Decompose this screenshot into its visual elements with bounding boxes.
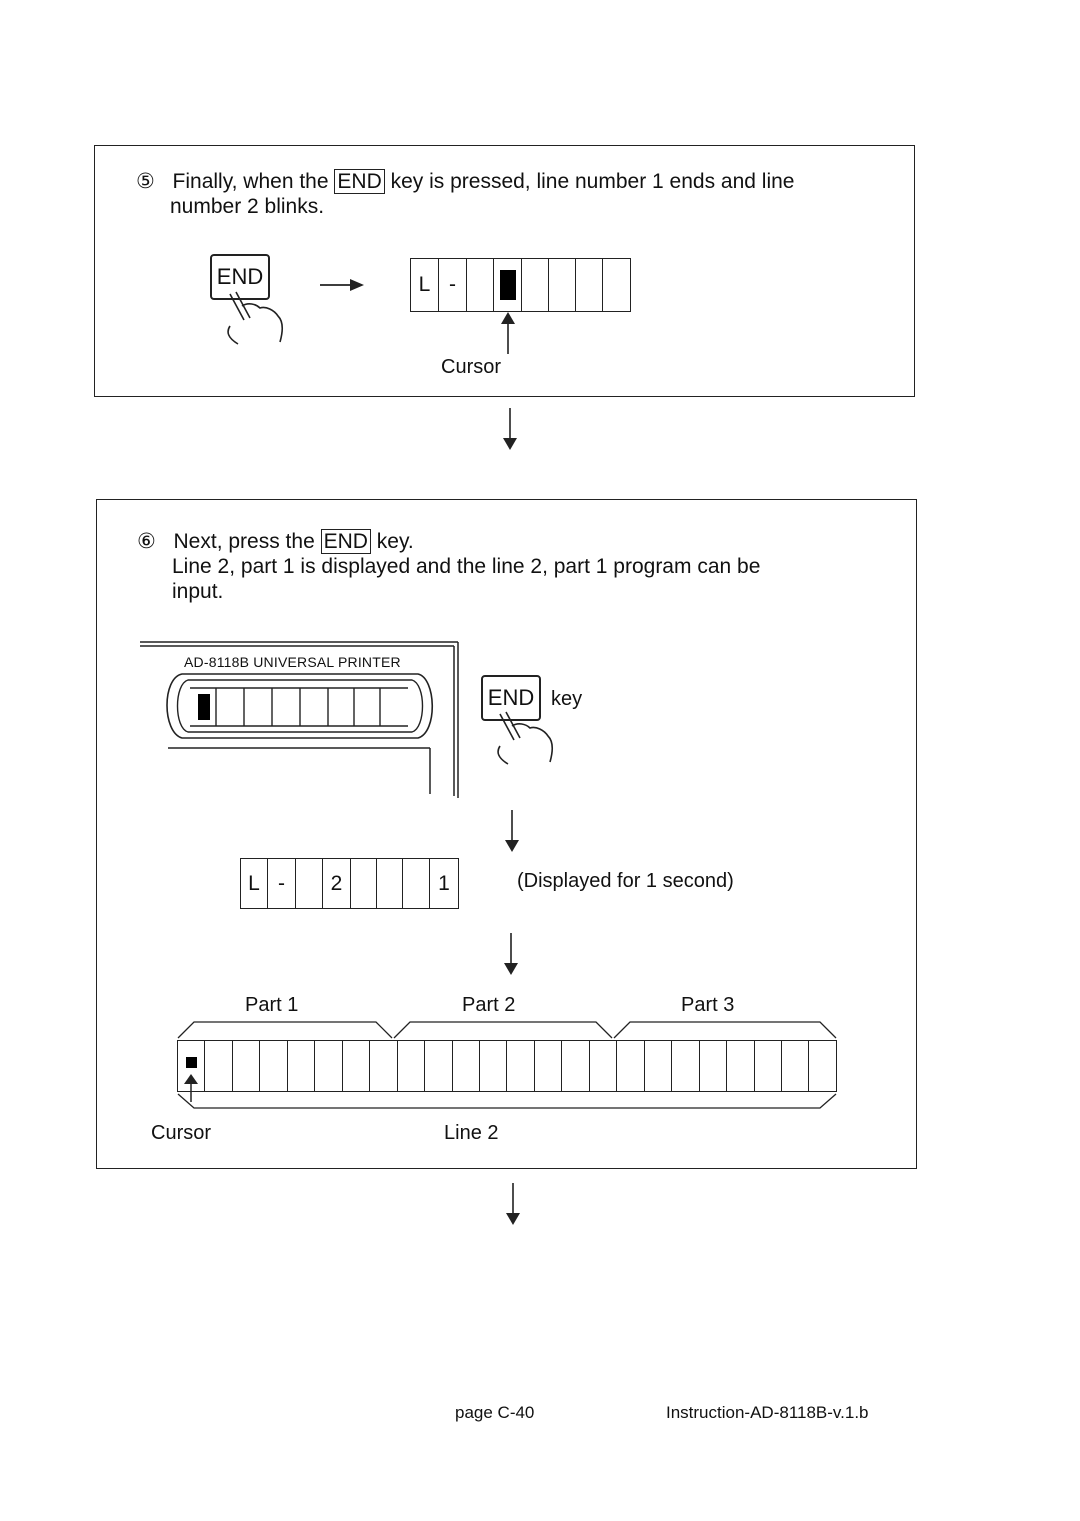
line2-cell [782, 1041, 810, 1091]
lcd-cell [576, 259, 603, 311]
arrow-down-icon [506, 1183, 520, 1225]
step5-cursor-label: Cursor [441, 356, 502, 378]
line2-cell [288, 1041, 316, 1091]
printer-front-panel [140, 641, 459, 798]
line2-cell [370, 1041, 398, 1091]
page-number: page C-40 [455, 1403, 535, 1422]
arrow-down-icon [505, 810, 519, 852]
lcd-cell: - [439, 259, 467, 311]
lcd-cell [603, 259, 630, 311]
line2-cell [617, 1041, 645, 1091]
arrow-down-icon [503, 408, 517, 450]
displayed-note: (Displayed for 1 second) [517, 870, 734, 892]
end-key-inline: END [320, 529, 371, 554]
line2-cell [315, 1041, 343, 1091]
cursor-arrow-icon [501, 312, 515, 354]
step5-instruction-line2: number 2 blinks. [170, 195, 325, 218]
step6-cursor-label: Cursor [151, 1122, 212, 1144]
step5-panel [94, 145, 915, 397]
lcd-cell: L [411, 259, 439, 311]
line-label: Line 2 [444, 1122, 499, 1144]
cursor-block [185, 1057, 197, 1068]
line2-cell [535, 1041, 563, 1091]
part-label: Part 3 [681, 994, 735, 1016]
lcd-cell [549, 259, 576, 311]
line2-cell-cursor [178, 1041, 206, 1091]
step6-panel [96, 499, 917, 1169]
line2-cell [453, 1041, 480, 1091]
line2-cell [562, 1041, 590, 1091]
lcd-cell: 1 [438, 871, 450, 895]
line2-cell [205, 1041, 233, 1091]
lcd-cell-cursor [494, 259, 522, 311]
step6-lcd-display: L - 2 1 [240, 858, 459, 909]
line2-cell [233, 1041, 261, 1091]
part-label: Part 2 [462, 994, 516, 1016]
arrow-down-icon [504, 933, 518, 975]
end-key-inline: END [334, 169, 385, 194]
document-id: Instruction-AD-8118B-v.1.b [666, 1403, 869, 1422]
lcd-cell [467, 259, 494, 311]
printer-model-label: AD-8118B UNIVERSAL PRINTER [184, 654, 401, 670]
lcd-cell [403, 859, 430, 908]
step6-marker: ⑥ [137, 530, 156, 553]
cursor-block [499, 270, 516, 300]
line2-cell [809, 1041, 835, 1091]
step5-instruction-line1: ⑤ Finally, when the END key is pressed, … [136, 169, 794, 194]
line2-cell [398, 1041, 426, 1091]
step6-text-a: Next, press the [173, 530, 315, 553]
step6-text-b: key. [376, 530, 414, 553]
step5-end-key-label: END [216, 264, 264, 289]
lcd-cell: L [241, 859, 268, 908]
step6-instruction-line1: ⑥ Next, press the END key. [137, 529, 414, 554]
line2-cell [672, 1041, 700, 1091]
line2-cell [727, 1041, 755, 1091]
line2-cell [590, 1041, 618, 1091]
line2-cell [645, 1041, 673, 1091]
part-braces [177, 1021, 837, 1039]
hand-press-icon [227, 291, 283, 345]
lcd-cell [351, 859, 377, 908]
step5-text-a: Finally, when the [172, 170, 329, 193]
step5-text-b: key is pressed, line number 1 ends and l… [390, 170, 795, 193]
cursor-arrow-icon [184, 1074, 198, 1102]
lcd-cell: 2 [323, 859, 351, 908]
part-label: Part 1 [245, 994, 299, 1016]
arrow-right-icon [320, 279, 364, 291]
lcd-cell [377, 859, 403, 908]
line2-cell [755, 1041, 782, 1091]
step5-lcd-display: L - [410, 258, 631, 312]
line2-cell [700, 1041, 728, 1091]
step6-instruction-line2: Line 2, part 1 is displayed and the line… [172, 555, 761, 578]
hand-press-icon [497, 711, 553, 765]
lcd-cell [522, 259, 549, 311]
lcd-cell: - [268, 859, 296, 908]
line2-cell [507, 1041, 535, 1091]
line2-cell [425, 1041, 453, 1091]
line2-cell [480, 1041, 508, 1091]
lcd-cell [296, 859, 323, 908]
line2-display [177, 1040, 837, 1092]
line2-cell [343, 1041, 371, 1091]
step6-instruction-line3: input. [172, 580, 224, 603]
step6-end-key-label: END [487, 685, 535, 710]
line-brace [177, 1093, 837, 1109]
step6-key-word: key [551, 688, 583, 710]
line2-cell [260, 1041, 288, 1091]
step5-marker: ⑤ [136, 170, 155, 193]
